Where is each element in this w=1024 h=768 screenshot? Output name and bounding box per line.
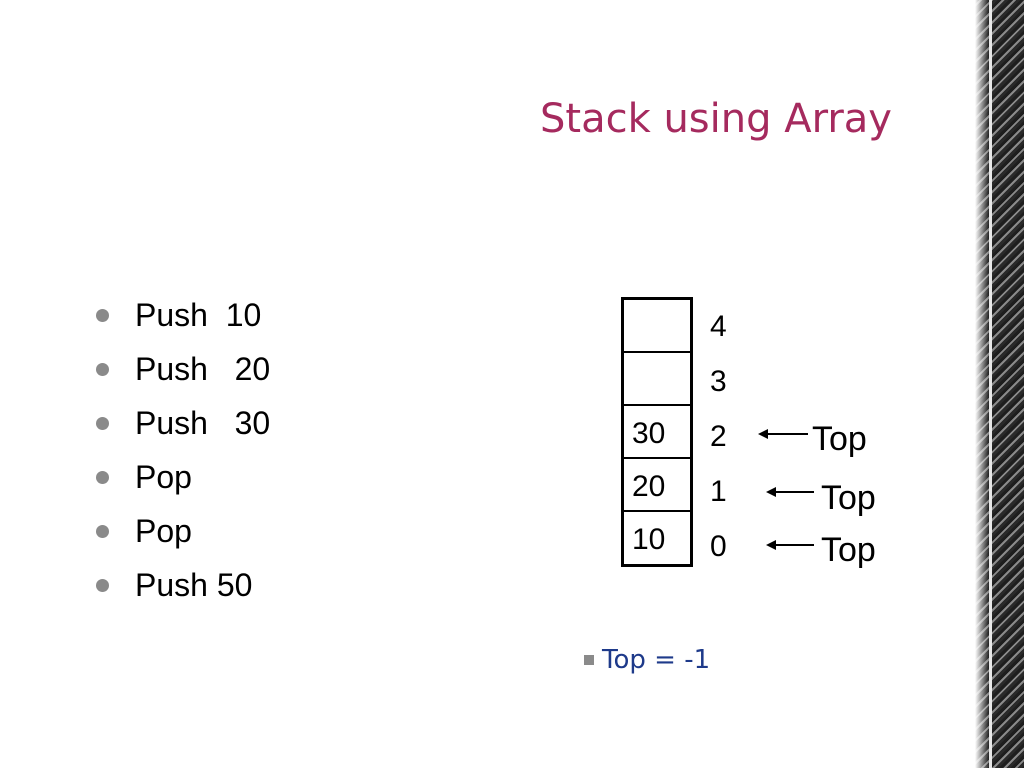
- square-bullet-icon: [584, 655, 594, 665]
- top-initial-note: Top = -1: [584, 645, 710, 675]
- arrow-left-icon: [766, 540, 814, 550]
- operation-text: Push 20: [135, 351, 271, 387]
- bullet-icon: [96, 470, 109, 484]
- operation-text: Push 30: [135, 405, 271, 441]
- top-pointer-label: Top: [812, 420, 867, 458]
- arrow-left-icon: [758, 429, 808, 439]
- arrow-left-icon: [766, 487, 814, 497]
- stack-cell: 20: [624, 459, 690, 512]
- operation-text: Push 50: [135, 567, 253, 603]
- stack-cell: [624, 300, 690, 353]
- stack-array: 30 20 10: [621, 297, 693, 567]
- operation-list: Push 10 Push 20 Push 30 Pop Pop Push 50: [96, 288, 270, 612]
- bullet-icon: [96, 362, 109, 376]
- note-text: Top = -1: [602, 645, 711, 675]
- operation-text: Pop: [135, 513, 192, 549]
- bullet-icon: [96, 578, 109, 592]
- list-item: Push 50: [96, 558, 270, 612]
- list-item: Push 10: [96, 288, 270, 342]
- bullet-icon: [96, 524, 109, 538]
- stack-index: 1: [710, 475, 727, 508]
- stack-index: 0: [710, 530, 727, 563]
- list-item: Push 20: [96, 342, 270, 396]
- bullet-icon: [96, 308, 109, 322]
- stack-cell: 30: [624, 406, 690, 459]
- stack-cell: 10: [632, 523, 666, 556]
- stack-index: 4: [710, 310, 727, 343]
- top-pointer-label: Top: [821, 531, 876, 569]
- top-pointer-label: Top: [821, 479, 876, 517]
- operation-text: Pop: [135, 459, 192, 495]
- operation-text: Push 10: [135, 297, 262, 333]
- slide-title: Stack using Array: [540, 96, 892, 142]
- stack-index: 3: [710, 365, 727, 398]
- stack-index: 2: [710, 420, 727, 453]
- list-item: Pop: [96, 450, 270, 504]
- bullet-icon: [96, 416, 109, 430]
- decorative-border: [975, 0, 1024, 768]
- stack-cell: [624, 353, 690, 406]
- list-item: Push 30: [96, 396, 270, 450]
- list-item: Pop: [96, 504, 270, 558]
